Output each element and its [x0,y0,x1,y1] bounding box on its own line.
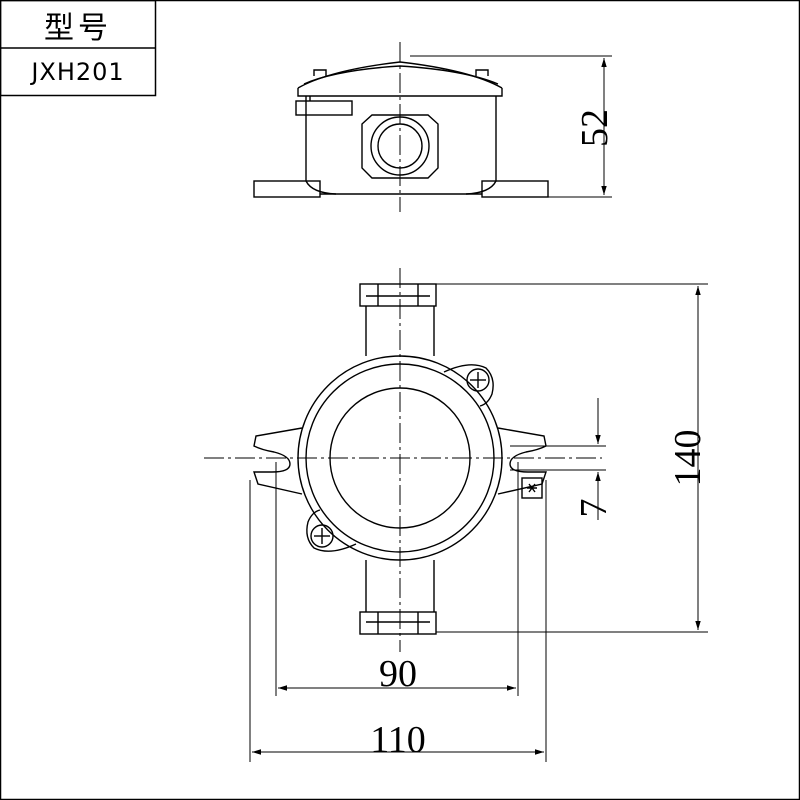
model-label: 型号 [44,10,112,46]
side-view [253,61,549,198]
title-block [0,0,157,97]
dim-offset-label: 7 [573,499,615,518]
dim-height-label: 52 [574,109,616,147]
dim-length [436,283,708,633]
dim-length-label: 140 [667,430,709,487]
dim-mount-spacing [275,462,519,696]
dim-mount-spacing-label: 90 [379,653,417,695]
top-view-centerlines [204,268,602,652]
dim-height [410,55,612,198]
dim-overall-width [249,480,547,762]
dim-offset [510,398,606,520]
model-value: JXH201 [31,58,125,86]
dim-overall-width-label: 110 [370,719,426,761]
